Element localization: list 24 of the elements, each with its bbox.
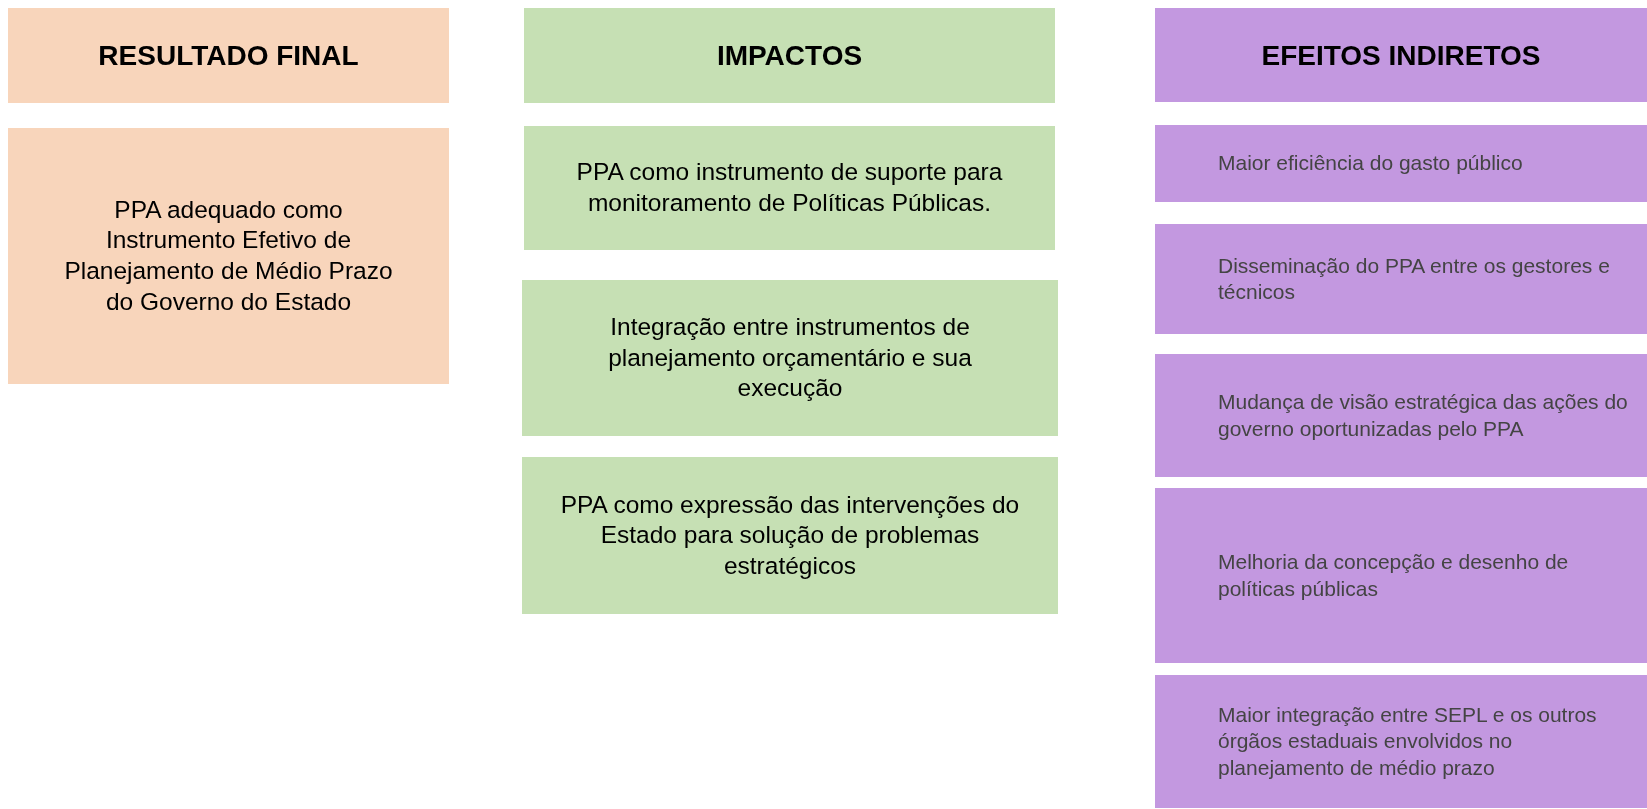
card-text: Disseminação do PPA entre os gestores e técnicos — [1218, 252, 1611, 305]
card-text: Mudança de visão estratégica das ações do governo oportunizadas pelo PPA — [1218, 389, 1629, 442]
header-text: RESULTADO FINAL — [98, 39, 359, 73]
effect-card — [1155, 125, 1647, 202]
result-card — [8, 128, 449, 384]
effect-card — [1155, 488, 1647, 663]
effect-card — [1155, 354, 1647, 477]
card-text: Maior eficiência do gasto público — [1218, 150, 1523, 177]
header-text: IMPACTOS — [716, 39, 863, 73]
effect-card — [1155, 675, 1647, 808]
column-header — [1155, 8, 1647, 102]
result-card — [522, 280, 1058, 436]
result-card — [524, 126, 1055, 250]
card-text: PPA como expressão das intervenções do Estado para solução de problemas estratégicos — [559, 489, 1021, 581]
card-text: Integração entre instrumentos de planejamento orçamentário e sua execução — [607, 312, 973, 404]
effect-card — [1155, 224, 1647, 334]
card-text: PPA adequado como Instrumento Efetivo de Planejamento de Médio Prazo do Governo do Estado — [63, 194, 394, 317]
header-text: EFEITOS INDIRETOS — [1261, 38, 1541, 73]
column-header — [8, 8, 449, 103]
result-card — [522, 457, 1058, 614]
card-text: PPA como instrumento de suporte para monitoramento de Políticas Públicas. — [575, 157, 1004, 218]
column-header — [524, 8, 1055, 103]
card-text: Melhoria da concepção e desenho de políticas públicas — [1218, 549, 1570, 602]
card-text: Maior integração entre SEPL e os outros órgãos estaduais envolvidos no planejamento de médio prazo — [1218, 702, 1598, 781]
